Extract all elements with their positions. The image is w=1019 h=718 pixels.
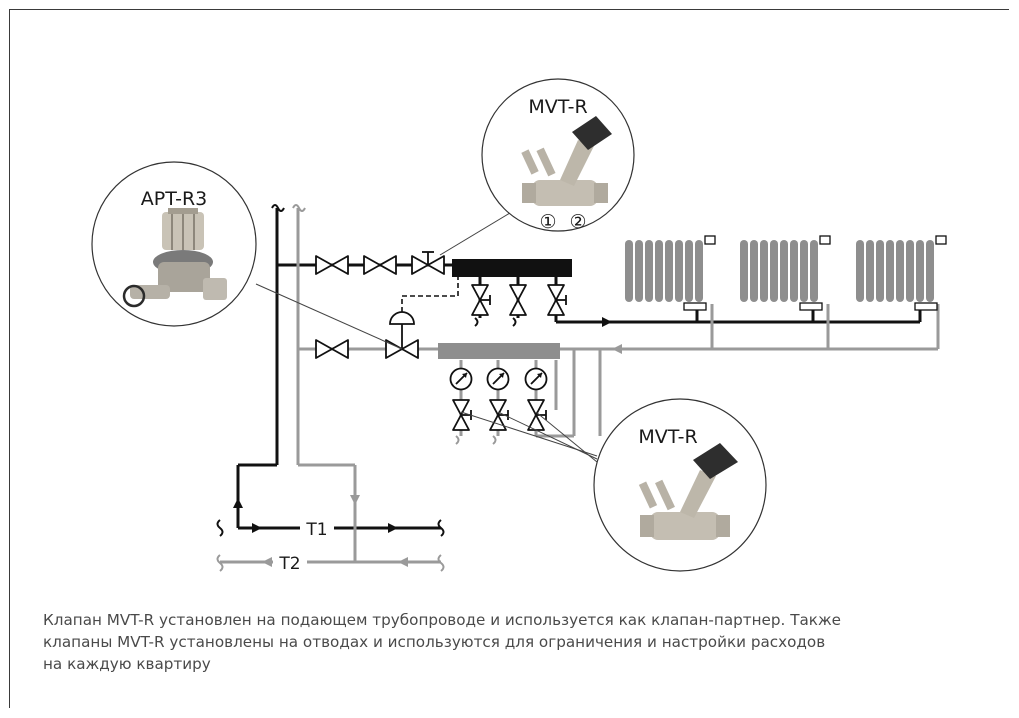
t2-label-group: T2: [273, 552, 307, 574]
mvt-r-bottom-label: MVT-R: [638, 426, 697, 448]
flow-arrows: [233, 317, 622, 567]
leader-lines: [255, 212, 598, 463]
return-pipes: [220, 208, 940, 564]
return-manifold: [438, 343, 560, 359]
pressure-gauge-2: [486, 367, 510, 391]
t1-label-group: T1: [300, 518, 334, 540]
radiator-valves: [683, 302, 938, 311]
mvt-r-top-label: MVT-R: [528, 96, 587, 118]
port-1-label: ①: [539, 211, 556, 233]
port-2-label: ②: [569, 211, 586, 233]
radiator-3: [855, 235, 947, 303]
branch-valve-supply-2: [509, 284, 527, 316]
mvt-r-branch-valve-3: [527, 399, 547, 431]
mvt-r-partner-valve: [411, 251, 445, 275]
heating-system-diagram: APT-R3 MVT-R ① ② MVT-R T1 T2: [91, 78, 947, 574]
caption-line-1: Клапан MVT-R установлен на подающем труб…: [43, 611, 841, 629]
check-valve-supply: [363, 255, 397, 275]
pipe-break-marks: [216, 204, 517, 537]
apt-r3-valve-image: [122, 208, 227, 308]
branch-valve-supply-1: [471, 284, 491, 316]
radiator-2: [739, 235, 831, 303]
t2-label: T2: [278, 554, 300, 574]
pressure-gauge-1: [449, 367, 473, 391]
apt-r3-actuator: [389, 311, 415, 349]
caption-line-2: клапаны MVT-R установлены на отводах и и…: [43, 633, 826, 651]
figure-frame: [9, 9, 1009, 708]
supply-manifold: [452, 259, 572, 277]
figure-caption: Клапан MVT-R установлен на подающем труб…: [43, 609, 983, 675]
mvt-r-branch-valve-1: [452, 399, 472, 431]
shutoff-valve-supply: [315, 255, 349, 275]
branch-valve-supply-3: [547, 284, 567, 316]
radiator-1: [624, 235, 716, 303]
mvt-r-top-valve-image: [521, 116, 612, 206]
mvt-r-bottom-valve-image: [638, 443, 738, 540]
return-break-marks: [216, 204, 497, 572]
mvt-r-bottom-callout: [593, 398, 767, 572]
shutoff-valve-return: [315, 339, 349, 359]
pressure-gauge-3: [524, 367, 548, 391]
impulse-line: [401, 277, 459, 312]
t1-label: T1: [305, 520, 327, 540]
apt-r3-label: APT-R3: [141, 188, 207, 210]
caption-line-3: на каждую квартиру: [43, 655, 211, 673]
